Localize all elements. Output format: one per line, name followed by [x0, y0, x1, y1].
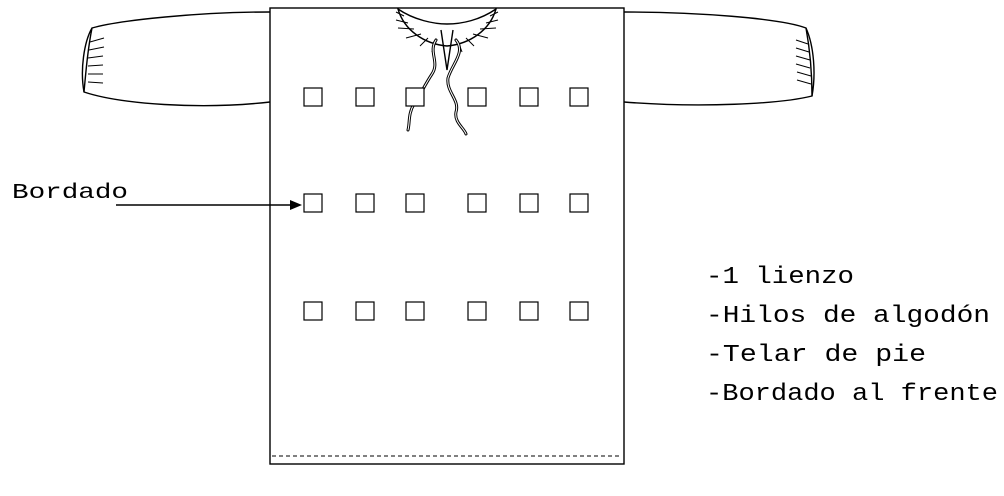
embroidery-square	[355, 301, 375, 321]
spec-item: -1 lienzo	[706, 264, 854, 291]
spec-item: -Bordado al frente	[706, 381, 998, 408]
specs-list: -1 lienzo -Hilos de algodón -Telar de pi…	[706, 264, 998, 408]
embroidery-square	[405, 193, 425, 213]
callout: Bordado	[12, 182, 302, 210]
embroidery-square	[467, 87, 487, 107]
embroidery-square	[519, 87, 539, 107]
embroidery-square	[303, 193, 323, 213]
embroidery-square	[303, 301, 323, 321]
embroidery-square	[519, 301, 539, 321]
left-cuff-line	[83, 27, 93, 93]
embroidery-square	[519, 193, 539, 213]
right-sleeve	[623, 11, 815, 106]
left-cuff-stitching	[87, 37, 105, 84]
embroidery-motifs	[303, 87, 589, 321]
embroidery-square	[467, 301, 487, 321]
spec-item: -Hilos de algodón	[706, 303, 990, 330]
callout-label: Bordado	[12, 182, 128, 205]
embroidery-square	[569, 301, 589, 321]
embroidery-square	[569, 193, 589, 213]
embroidery-square	[355, 87, 375, 107]
embroidery-square	[303, 87, 323, 107]
right-cuff-line	[805, 27, 813, 97]
left-sleeve	[81, 11, 271, 107]
embroidery-square	[355, 193, 375, 213]
callout-arrowhead	[290, 200, 302, 210]
spec-item: -Telar de pie	[706, 342, 926, 369]
embroidery-square	[405, 301, 425, 321]
embroidery-square	[467, 193, 487, 213]
neck-slit	[440, 29, 454, 71]
embroidery-square	[569, 87, 589, 107]
right-cuff-stitching	[795, 39, 812, 85]
embroidery-square	[405, 87, 425, 107]
